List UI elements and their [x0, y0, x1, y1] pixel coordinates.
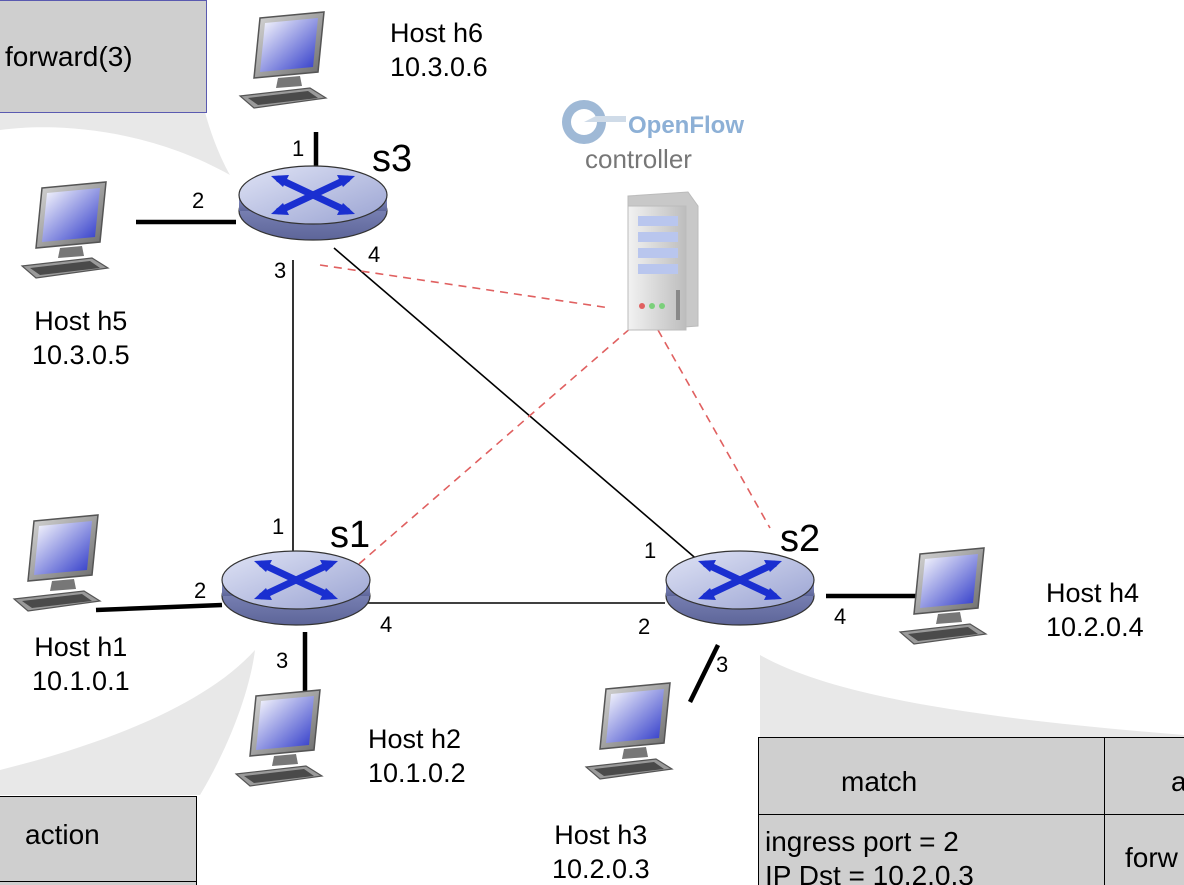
s1-port-4: 4 [380, 612, 393, 637]
s2-table-header-action: a [1171, 766, 1184, 798]
host-h3-name: Host h3 [554, 820, 648, 850]
s2-table-col-divider [1104, 738, 1105, 885]
s2-port-3: 3 [716, 652, 729, 677]
switch-s2-label: s2 [780, 518, 821, 560]
s3-flow-action: forward(3) [5, 41, 133, 72]
ctrl-link-s2 [657, 329, 771, 529]
s1-flow-table: action [0, 796, 197, 885]
host-h5-icon [21, 181, 109, 279]
host-links [95, 132, 930, 703]
s2-flow-table: match a ingress port = 2 IP Dst = 10.2.0… [758, 737, 1184, 885]
s2-callout [760, 655, 1184, 740]
s3-callout [0, 112, 230, 175]
link-s1-h1 [95, 602, 223, 613]
host-h2-ip: 10.1.0.2 [368, 758, 466, 788]
ctrl-link-s3 [319, 264, 611, 309]
link-s2-h3 [687, 644, 721, 703]
s3-port-4: 4 [368, 242, 381, 267]
host-h1-ip: 10.1.0.1 [32, 666, 130, 696]
host-h5-name: Host h5 [34, 306, 128, 336]
s1-port-2: 2 [194, 578, 207, 603]
switch-s2 [666, 551, 814, 625]
s2-table-row-divider [759, 814, 1184, 815]
s2-table-header-match: match [841, 766, 918, 797]
controller-server-icon [627, 191, 699, 331]
core-links [292, 247, 701, 604]
switch-s1 [222, 551, 370, 625]
openflow-logo-icon [562, 100, 626, 144]
s1-callout [0, 650, 255, 795]
s1-port-3: 3 [276, 648, 289, 673]
switch-s3-label: s3 [372, 138, 413, 180]
s1-table-header-action: action [25, 819, 100, 850]
link-s3-s2 [333, 247, 701, 563]
host-h1-icon [13, 514, 101, 612]
host-h5-label: Host h5 10.3.0.5 [32, 304, 130, 372]
host-h1-label: Host h1 10.1.0.1 [32, 630, 130, 698]
host-h3-ip: 10.2.0.3 [552, 854, 650, 884]
s2-port-4: 4 [834, 604, 847, 629]
host-h1-name: Host h1 [34, 632, 128, 662]
s3-port-3: 3 [274, 258, 287, 283]
host-h3-label: Host h3 10.2.0.3 [552, 818, 650, 885]
ctrl-link-s1 [351, 319, 641, 571]
host-h5-ip: 10.3.0.5 [32, 340, 130, 370]
s2-table-match-line2: IP Dst = 10.2.0.3 [765, 860, 974, 885]
host-h6-ip: 10.3.0.6 [390, 52, 488, 82]
s3-port-1: 1 [292, 136, 305, 161]
switch-s3 [239, 166, 387, 240]
controller-label: controller [585, 144, 692, 174]
s1-table-row-divider [0, 881, 196, 882]
host-h4-label: Host h4 10.2.0.4 [1046, 576, 1144, 644]
s3-port-2: 2 [192, 188, 205, 213]
s2-table-action-value: forw [1125, 842, 1178, 873]
host-h2-label: Host h2 10.1.0.2 [368, 722, 466, 790]
host-h4-name: Host h4 [1046, 578, 1140, 608]
host-h3-icon [585, 682, 673, 780]
host-h6-icon [239, 11, 327, 109]
openflow-brand: OpenFlow [628, 112, 744, 139]
s1-port-1: 1 [272, 514, 285, 539]
switch-s1-label: s1 [330, 514, 371, 556]
host-h4-ip: 10.2.0.4 [1046, 612, 1144, 642]
s2-table-match-line1: ingress port = 2 [765, 826, 959, 857]
control-links [319, 264, 771, 571]
host-h2-icon [235, 689, 323, 787]
s2-port-1: 1 [644, 538, 657, 563]
host-h6-label: Host h6 10.3.0.6 [390, 16, 488, 84]
host-h2-name: Host h2 [368, 724, 462, 754]
host-h6-name: Host h6 [390, 18, 484, 48]
s2-port-2: 2 [638, 614, 651, 639]
s3-flow-entry-box: forward(3) [0, 0, 207, 113]
